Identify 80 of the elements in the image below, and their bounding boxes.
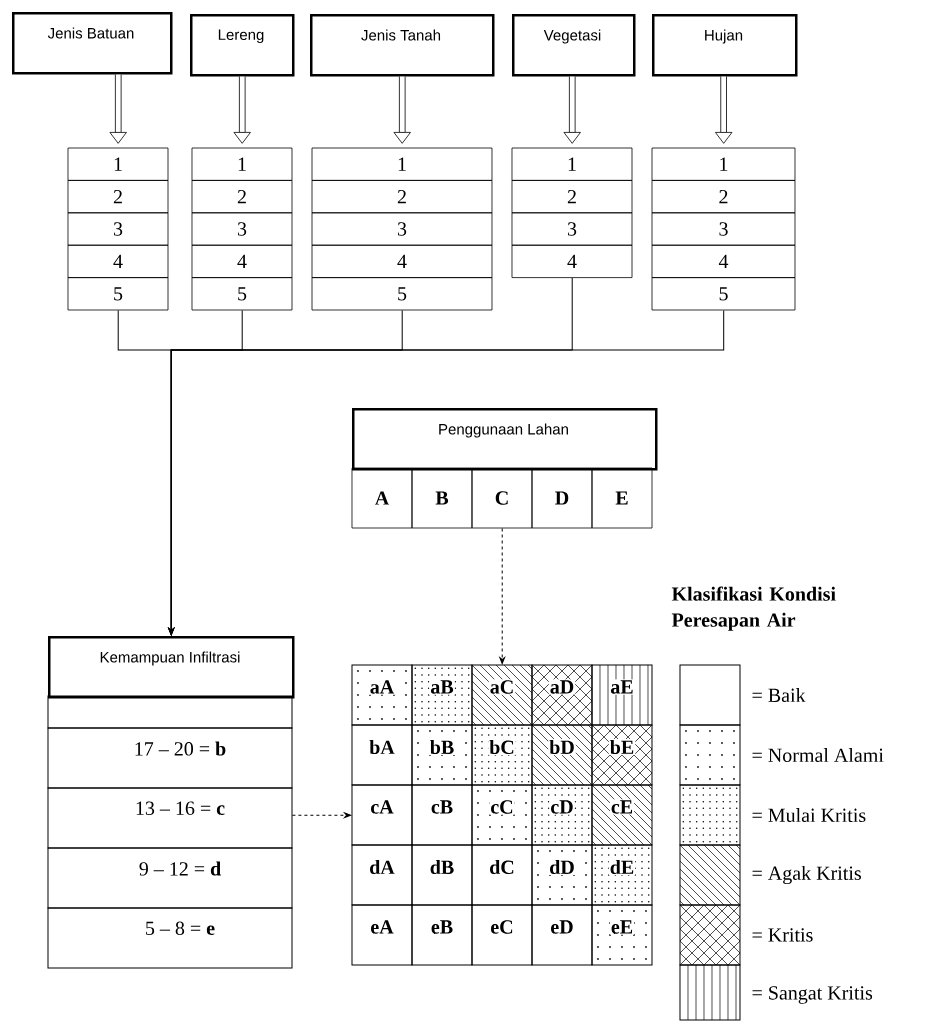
table-row: 2 (191, 180, 293, 214)
matrix-cell: eE (591, 904, 653, 966)
matrix-cell: cD (531, 784, 593, 846)
legend-label: = Normal Alami (752, 747, 884, 763)
header-box: Lereng (190, 14, 295, 77)
table-row: 1 (511, 147, 633, 181)
matrix-cell: bD (531, 724, 593, 786)
legend-label: = Sangat Kritis (752, 986, 873, 1004)
table-row: 1 (311, 147, 493, 181)
table-row: 5 (651, 277, 796, 311)
table-cell: C (471, 467, 533, 529)
matrix-cell: dC (471, 844, 533, 906)
table-row: 3 (511, 212, 633, 246)
table-cell: B (411, 467, 473, 529)
arrow (291, 812, 352, 819)
matrix-cell: eC (471, 904, 533, 966)
table-row: 4 (311, 244, 493, 278)
table-row: 2 (311, 180, 493, 214)
block-arrow (715, 76, 733, 144)
table-row: 13 – 16 = c (47, 787, 293, 849)
table-row: 3 (651, 212, 796, 246)
matrix-cell: aC (471, 664, 533, 726)
matrix-cell: dB (411, 844, 473, 906)
matrix-cell: cE (591, 784, 653, 846)
matrix-cell: cA (351, 784, 413, 846)
header-box: Hujan (652, 14, 798, 77)
block-arrow (393, 76, 411, 144)
arrow (499, 527, 506, 665)
block-arrow (109, 74, 127, 144)
table-row: 5 (67, 277, 169, 311)
matrix-cell: cB (411, 784, 473, 846)
table-row: 5 – 8 = e (47, 907, 293, 969)
table-row: 17 – 20 = b (47, 727, 293, 789)
table-row: 9 – 12 = d (47, 847, 293, 909)
table-cell: A (351, 467, 413, 529)
matrix-cell: bC (471, 724, 533, 786)
table-row: 3 (311, 212, 493, 246)
matrix-cell: eA (351, 904, 413, 966)
matrix-cell: dA (351, 844, 413, 906)
legend-title: Klasifikasi Kondisi Peresapan Air (671, 586, 836, 631)
table-row: 3 (191, 212, 293, 246)
legend-label: = Kritis (752, 928, 813, 942)
header-box: Jenis Tanah (310, 14, 495, 77)
legend-label: = Mulai Kritis (752, 807, 866, 823)
legend-label: = Agak Kritis (752, 865, 861, 885)
matrix-cell: bB (411, 724, 473, 786)
matrix-cell: aA (351, 664, 413, 726)
header-box: Kemampuan Infiltrasi (48, 636, 295, 699)
header-box: Vegetasi (512, 14, 636, 77)
matrix-cell: aB (411, 664, 473, 726)
table-row: 4 (67, 244, 169, 278)
arrow (168, 309, 725, 636)
table-row: 3 (67, 212, 169, 246)
matrix-cell: dD (531, 844, 593, 906)
table-row: 1 (651, 147, 796, 181)
table-row: 1 (191, 147, 293, 181)
table-cell: D (531, 467, 593, 529)
block-arrow (233, 76, 251, 144)
matrix-cell: bE (591, 724, 653, 786)
table-row: 2 (511, 180, 633, 214)
header-box: Jenis Batuan (12, 12, 173, 75)
block-arrow (563, 76, 581, 144)
matrix-cell: eD (531, 904, 593, 966)
legend-label: = Baik (752, 687, 806, 703)
table-row: 5 (191, 277, 293, 311)
table-row: 2 (67, 180, 169, 214)
table-row: 4 (191, 244, 293, 278)
matrix-cell: eB (411, 904, 473, 966)
matrix-cell: aD (531, 664, 593, 726)
table-row: 4 (511, 244, 633, 278)
table-cell: E (591, 467, 653, 529)
matrix-cell: aE (591, 664, 653, 726)
matrix-cell: dE (591, 844, 653, 906)
header-box: Penggunaan Lahan (352, 408, 658, 471)
matrix-cell: cC (471, 784, 533, 846)
matrix-cell: bA (351, 724, 413, 786)
table-row: 2 (651, 180, 796, 214)
table-row: 5 (311, 277, 493, 311)
table-row: 4 (651, 244, 796, 278)
table-row: 1 (67, 147, 169, 181)
